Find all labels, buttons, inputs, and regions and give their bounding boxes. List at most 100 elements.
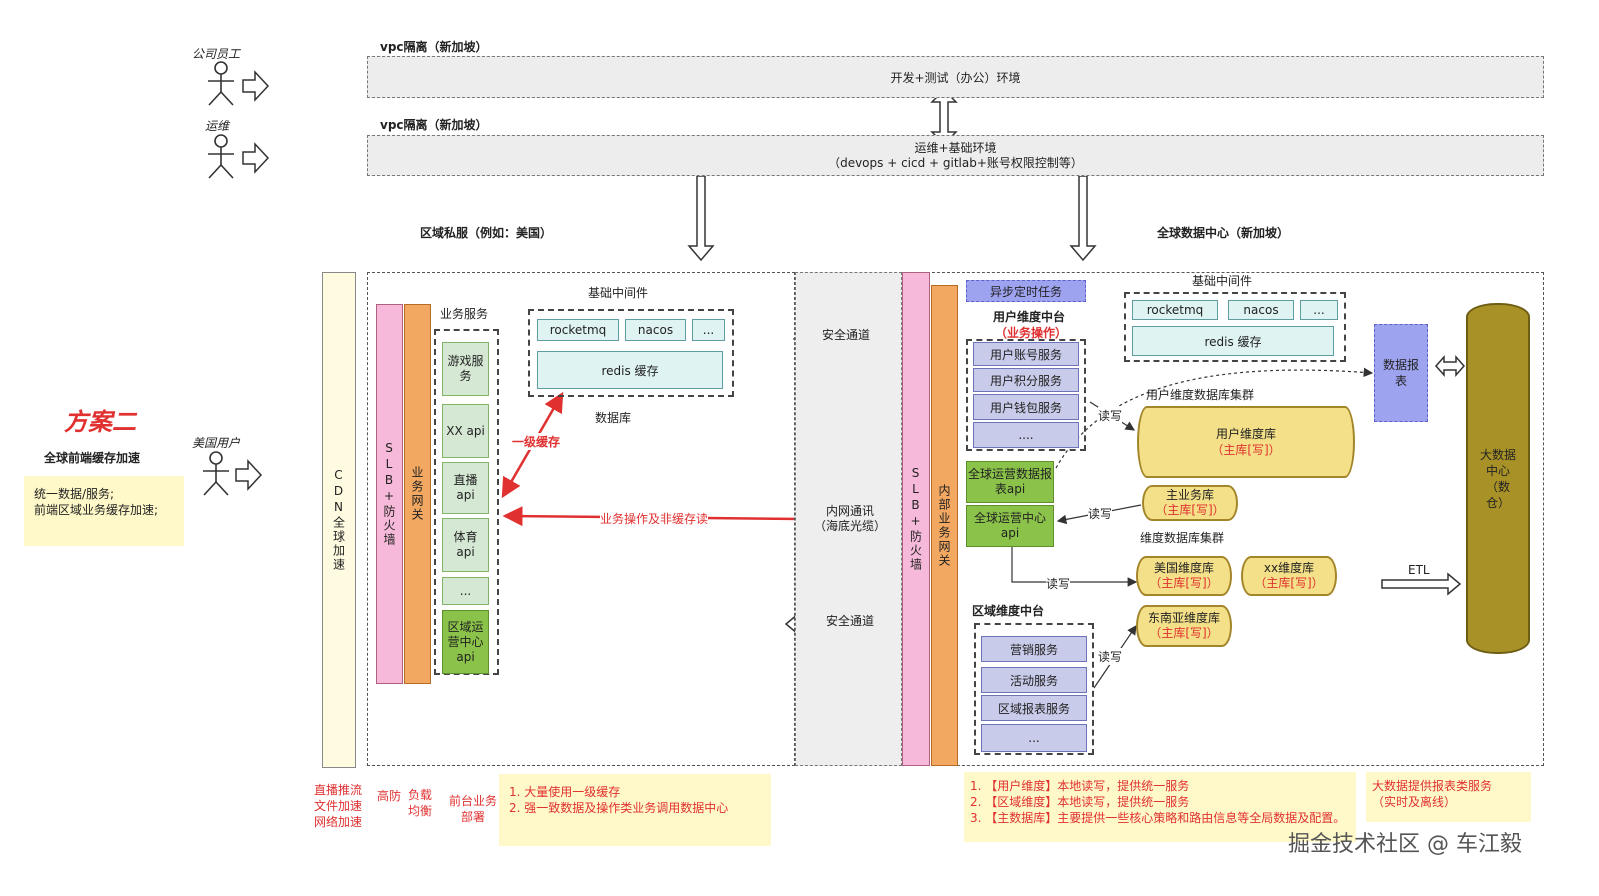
actor-arrow-2 (242, 142, 270, 174)
data-report: 数据报表 (1374, 324, 1428, 422)
region-slb-bar: SLB+防火墙 (376, 304, 403, 684)
vpc-label-2: vpc隔离（新加坡） (380, 118, 488, 132)
actor-arrow-1 (242, 70, 270, 102)
region-services-container (974, 623, 1094, 755)
biz-services-container (434, 329, 499, 675)
global-gateway-text: 内部业务网关 (937, 483, 951, 568)
slb-note-2: 负载均衡 (407, 788, 432, 818)
dev-env-band: 开发+测试（办公）环境 (367, 56, 1544, 98)
region-slb-text: SLB+防火墙 (382, 441, 396, 547)
channel-zone (795, 272, 902, 766)
actor-employee-label: 公司员工 (192, 47, 241, 61)
region-mw-more: ... (692, 319, 725, 341)
plan-note-line2: 前端区域业务缓存加速; (34, 503, 159, 517)
region-redis: redis 缓存 (537, 351, 723, 389)
global-ops-center-api: 全球运营中心api (966, 505, 1054, 547)
down-arrow-region (687, 175, 715, 262)
sea-dim-db: 东南亚维度库 （主库[写]） (1136, 605, 1232, 647)
biz-services-label: 业务服务 (440, 307, 489, 321)
actor-ops-label: 运维 (205, 119, 230, 133)
cdn-note: 直播推流 文件加速 网络加速 (314, 782, 362, 830)
async-task: 异步定时任务 (966, 280, 1086, 302)
service-game: 游戏服务 (442, 342, 489, 396)
report-bigdata-arrow (1434, 355, 1466, 377)
region-mw-rocketmq: rocketmq (537, 319, 619, 341)
ops-env-line2: （devops + cicd + gitlab+账号权限控制等） (828, 155, 1083, 170)
bigdata-note: 大数据提供报表类服务 （实时及离线） (1366, 772, 1531, 822)
secure-channel-1: 安全通道 (822, 328, 871, 342)
user-db-cylinder: 用户维度库 （主库[写]） (1137, 406, 1355, 478)
sea-dim-db-sub: （主库[写]） (1149, 626, 1219, 640)
global-mw-more: ... (1300, 300, 1338, 320)
rw-label-user: 读写 (1098, 407, 1123, 424)
global-slb-text: SLB+防火墙 (908, 466, 923, 572)
ops-env-line1: 运维+基础环境 (914, 140, 997, 155)
main-biz-db-sub: （主库[写]） (1155, 503, 1225, 517)
plan-subtitle: 全球前端缓存加速 (44, 451, 141, 465)
region-db-label: 数据库 (595, 411, 632, 425)
dev-env-text: 开发+测试（办公）环境 (890, 70, 1021, 85)
region-mw-nacos: nacos (625, 319, 686, 341)
user-points-service: 用户积分服务 (973, 368, 1079, 392)
rw-arrow-dim (1011, 547, 1138, 587)
watermark: 掘金技术社区 @ 车江毅 (1288, 832, 1522, 857)
cdn-text: CDN全球加速 (331, 468, 346, 572)
ops-env-band: 运维+基础环境 （devops + cicd + gitlab+账号权限控制等） (367, 135, 1544, 176)
user-db-cluster-label: 用户维度数据库集群 (1146, 388, 1255, 402)
rw-label-main: 读写 (1088, 505, 1113, 522)
main-biz-db: 主业务库 （主库[写]） (1142, 485, 1238, 521)
global-ops-report-api: 全球运营数据报表api (966, 461, 1054, 503)
plan-note: 统一数据/服务; 前端区域业务缓存加速; (24, 476, 184, 546)
global-mw-label: 基础中间件 (1192, 274, 1253, 288)
cdn-bar: CDN全球加速 (322, 272, 356, 768)
global-mw-rocketmq: rocketmq (1132, 300, 1218, 320)
cdn-note-line3: 网络加速 (314, 815, 363, 829)
user-wallet-service: 用户钱包服务 (973, 394, 1079, 420)
global-mw-nacos: nacos (1228, 300, 1294, 320)
actor-ops-figure (208, 134, 234, 179)
user-account-service: 用户账号服务 (973, 342, 1079, 366)
plan-title: 方案二 (64, 408, 136, 436)
xx-dim-db-sub: （主库[写]） (1254, 576, 1324, 590)
intranet-line2: （海底光缆） (813, 519, 886, 533)
right-note-line2: 2. 【区域维度】本地读写，提供统一服务 (970, 795, 1190, 809)
actor-employee-figure (208, 61, 234, 106)
secure-channel-2: 安全通道 (826, 614, 875, 628)
region-container (367, 272, 795, 766)
global-gateway-bar: 内部业务网关 (931, 285, 958, 766)
activity-service: 活动服务 (981, 667, 1087, 693)
xx-dim-db: xx维度库 （主库[写]） (1241, 556, 1337, 596)
region-center-title: 区域维度中台 (972, 604, 1045, 618)
rw-label-region: 读写 (1098, 648, 1123, 665)
region-title: 区域私服（例如：美国） (420, 226, 553, 240)
bigdata-note-line1: 大数据提供报表类服务 (1372, 779, 1493, 793)
slb-note-1: 高防 (377, 789, 402, 803)
user-service-more: .... (973, 422, 1079, 448)
right-note-line1: 1. 【用户维度】本地读写，提供统一服务 (970, 779, 1190, 793)
gw-note: 前台业务部署 (448, 794, 497, 824)
intranet-label: 内网通讯 （海底光缆） (808, 504, 892, 534)
region-service-more: ... (981, 724, 1087, 752)
bigdata-center: 大数据中心（数仓） (1466, 303, 1530, 654)
actor-user-figure (203, 451, 229, 496)
cdn-note-line1: 直播推流 (314, 783, 363, 797)
service-region-ops-api: 区域运营中心api (442, 610, 489, 674)
xx-dim-db-name: xx维度库 (1263, 561, 1315, 575)
region-gateway-text: 业务网关 (410, 466, 424, 522)
service-more: ... (442, 577, 489, 605)
left-note-line2: 2. 强一致数据及操作类业务调用数据中心 (509, 801, 729, 815)
intranet-line1: 内网通讯 (825, 504, 874, 518)
right-note-line3: 3. 【主数据库】主要提供一些核心策略和路由信息等全局数据及配置。 (970, 811, 1346, 825)
etl-label: ETL (1408, 563, 1430, 577)
vpc-label-1: vpc隔离（新加坡） (380, 40, 488, 54)
global-title: 全球数据中心（新加坡） (1157, 226, 1290, 240)
us-dim-db: 美国维度库 （主库[写]） (1136, 556, 1232, 596)
global-mw-container (1124, 292, 1346, 362)
user-db-sub: （主库[写]） (1211, 443, 1281, 457)
actor-arrow-3 (235, 459, 263, 491)
rw-label-dim: 读写 (1046, 575, 1071, 592)
plan-note-line1: 统一数据/服务; (34, 487, 115, 501)
region-gateway-bar: 业务网关 (404, 304, 431, 684)
user-services-container (966, 339, 1086, 451)
etl-arrow (1381, 572, 1462, 596)
